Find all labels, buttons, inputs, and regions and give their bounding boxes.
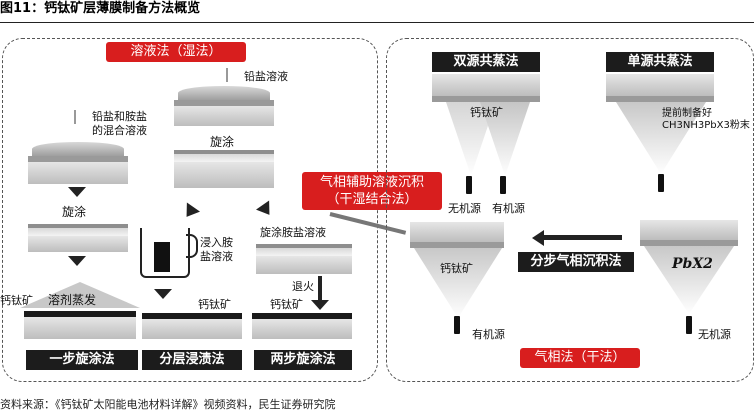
organic-source-icon [500,176,506,194]
substrate-a [174,100,274,106]
single-source-icon [658,174,664,192]
anneal-label: 退火 [292,280,314,293]
pbx2-label: PbX2 [672,256,713,272]
step-arrow-head [532,230,544,246]
inorganic-source-label: 无机源 [448,202,481,215]
perov-label-1: 钙钛矿 [0,294,33,307]
perov-film-1 [24,311,136,317]
step-substrate [410,222,504,242]
arrow-head-4 [311,300,329,310]
step-arrow-shaft [544,235,622,240]
perov-top-label: 钙钛矿 [470,106,503,119]
dropper-icon [226,68,228,82]
arrow-down-3 [154,289,172,299]
dry-method-footer: 气相法（干法） [520,348,640,368]
spin-label: 旋涂 [210,135,235,149]
perov-label-3: 钙钛矿 [270,298,303,311]
inorganic-source-icon-2 [686,316,692,334]
step-film [410,242,504,248]
beaker-handle [186,234,198,258]
wet-method-panel [2,38,378,382]
pb-film-substrate [174,150,274,162]
vapor-assisted-label: 气相辅助溶液沉积 （干湿结合法） [302,172,442,210]
substrate-1 [24,317,136,339]
substrate-b [28,156,128,162]
substrate-b-base [28,162,128,184]
step-vapor-label: 分步气相沉积法 [518,252,634,272]
spin-amine-label: 旋涂胺盐溶液 [260,226,326,239]
dual-film [432,96,540,102]
single-substrate [606,74,714,96]
substrate-2 [142,319,242,339]
solvent-evap-label: 溶剂蒸发 [48,293,97,307]
perov-film-2 [142,313,242,319]
beaker-liquid [154,242,170,272]
inorganic-source-icon [466,176,472,194]
arrow-down-1 [68,187,86,197]
figure-title: 图11：钙钛矿层薄膜制备方法概览 [0,1,201,16]
organic-source-label-2: 有机源 [472,328,505,341]
dip-label: 分层浸渍法 [142,350,242,370]
drop-blob [178,86,270,100]
dual-substrate [432,74,540,96]
film-c [256,244,352,256]
spin-label-2: 旋涂 [62,205,87,219]
pbx2-film [640,240,738,246]
arrow-down-2 [68,256,86,266]
perov-mid-label: 钙钛矿 [440,262,473,275]
powder-note: 提前制备好 CH3NH3PbX3粉末 [662,108,750,131]
substrate-a-base [174,106,274,126]
source-footer: 资料来源：《钙钛矿太阳能电池材料详解》视频资料，民生证券研究院 [0,398,336,411]
two-step-label: 两步旋涂法 [254,350,352,370]
perov-label-2: 钙钛矿 [198,298,231,311]
dropper-icon-2 [74,110,76,124]
one-step-label: 一步旋涂法 [26,350,138,370]
drop-blob-2 [32,142,124,156]
dual-source-label: 双源共蒸法 [432,52,540,72]
pb-solution-label: 铅盐溶液 [244,70,288,83]
inorganic-source-label-2: 无机源 [698,328,731,341]
substrate-3 [252,319,352,339]
film-c-base [256,256,352,274]
mixed-solution-label: 铅盐和胺盐 的混合溶液 [92,110,147,137]
pbx2-substrate [640,220,738,240]
film-b [28,224,128,236]
single-film [606,96,714,102]
single-source-label: 单源共蒸法 [606,52,714,72]
organic-source-label: 有机源 [492,202,525,215]
organic-source-icon-2 [454,316,460,334]
title-divider [0,22,754,23]
pb-film-base [174,162,274,188]
perov-film-3 [252,313,352,319]
film-b-base [28,236,128,252]
wet-method-header: 溶液法（湿法） [106,42,246,62]
immerse-label: 浸入胺 盐溶液 [200,236,233,263]
arrow-down-4 [318,276,322,306]
